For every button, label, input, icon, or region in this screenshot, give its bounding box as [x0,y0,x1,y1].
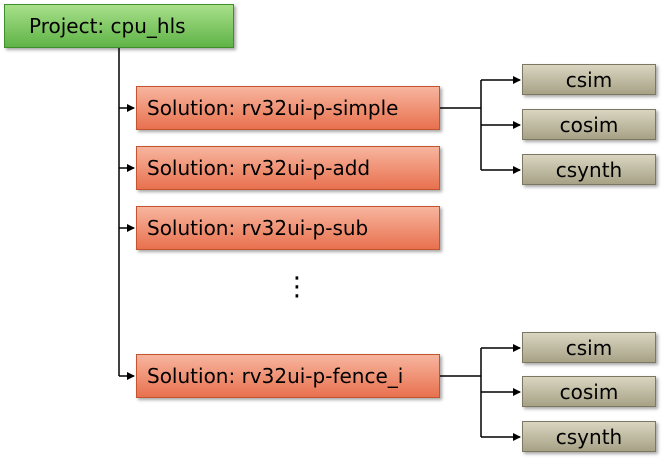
task-node-simple-csim: csim [522,64,656,95]
ellipsis-marker: ⋮ [284,272,310,302]
task-node-simple-csynth: csynth [522,154,656,185]
task-label: cosim [559,112,619,137]
solution-node-sub: Solution: rv32ui-p-sub [136,206,440,250]
solution-label: Solution: rv32ui-p-add [147,156,371,180]
project-label: Project: cpu_hls [29,14,186,38]
task-node-fence-cosim: cosim [522,376,656,407]
task-label: csim [565,67,613,92]
solution-node-fence-i: Solution: rv32ui-p-fence_i [136,354,440,398]
task-label: csynth [555,157,623,182]
solution-node-add: Solution: rv32ui-p-add [136,146,440,190]
solution-node-simple: Solution: rv32ui-p-simple [136,86,440,130]
task-label: csim [565,335,613,360]
task-label: cosim [559,379,619,404]
solution-label: Solution: rv32ui-p-sub [147,216,369,240]
solution-label: Solution: rv32ui-p-fence_i [147,364,404,388]
task-node-fence-csynth: csynth [522,421,656,452]
solution-label: Solution: rv32ui-p-simple [147,96,399,120]
project-node: Project: cpu_hls [4,4,234,48]
task-label: csynth [555,424,623,449]
task-node-fence-csim: csim [522,332,656,363]
task-node-simple-cosim: cosim [522,109,656,140]
